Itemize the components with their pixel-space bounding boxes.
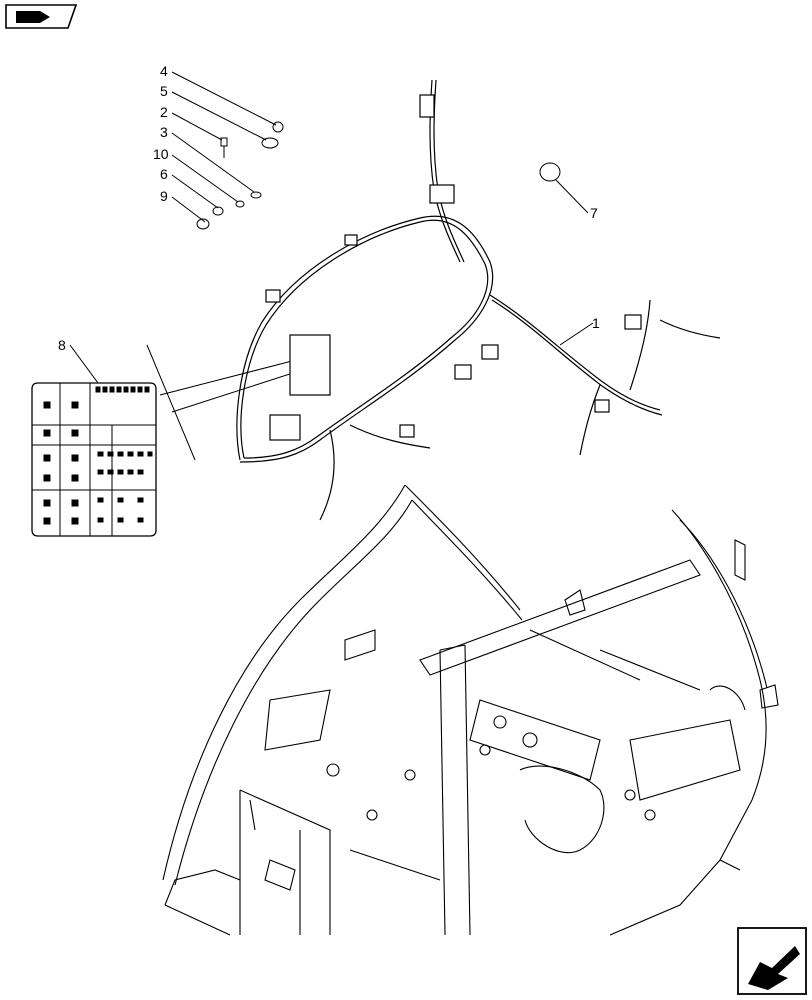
wiring-harness	[236, 79, 721, 521]
callout-10: 10	[153, 146, 169, 162]
callout-labels: 4 5 2 3 10 6 9 7 1 8	[58, 63, 600, 353]
callout-2: 2	[160, 104, 168, 120]
fuse-relay-panel	[31, 344, 297, 537]
callout-3: 3	[160, 124, 168, 140]
callout-9: 9	[160, 188, 168, 204]
callout-7: 7	[590, 205, 598, 221]
callout-1: 1	[592, 315, 600, 331]
callout-6: 6	[160, 166, 168, 182]
cab-frame	[162, 484, 779, 936]
callout-5: 5	[160, 83, 168, 99]
callout-group	[69, 71, 594, 384]
view-orientation-icon[interactable]	[5, 4, 78, 29]
callout-8: 8	[58, 337, 66, 353]
callout-4: 4	[160, 63, 168, 79]
next-page-arrow-icon[interactable]	[737, 927, 807, 995]
